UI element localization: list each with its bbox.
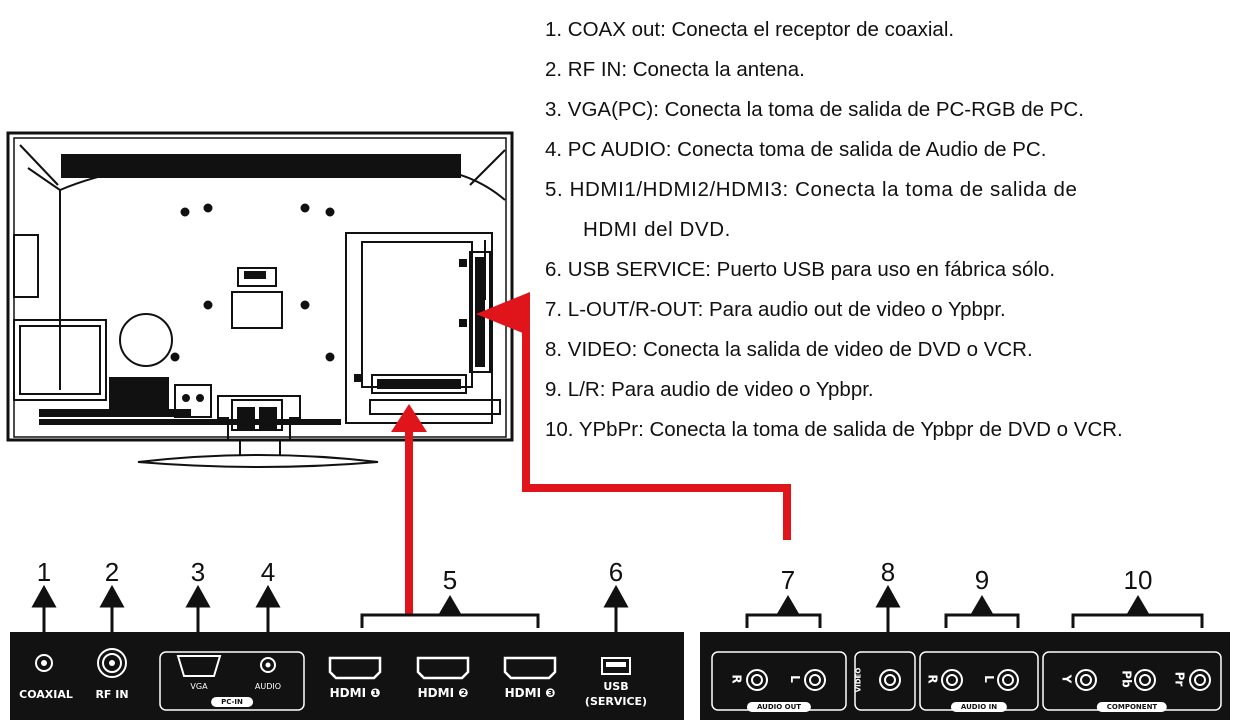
label-rf-in: RF IN (95, 688, 129, 701)
legend-item-4: 4. PC AUDIO: Conecta toma de salida de A… (545, 138, 1047, 161)
label-hdmi-1: HDMI ❶ (329, 686, 381, 700)
callout-number-5: 5 (442, 565, 458, 595)
callout-number-9: 9 (974, 565, 990, 595)
legend-item-7: 7. L-OUT/R-OUT: Para audio out de video … (545, 298, 1006, 321)
connector-panel-left (10, 632, 684, 720)
label-component-pr: Pr (1172, 671, 1187, 687)
legend-item-6: 6. USB SERVICE: Puerto USB para uso en f… (545, 258, 1056, 281)
callout-arrows (31, 584, 1204, 652)
callout-number-4: 4 (260, 557, 276, 587)
legend-item-8: 8. VIDEO: Conecta la salida de video de … (545, 338, 1033, 361)
label-pc-audio: AUDIO (254, 682, 282, 691)
callout-number-8: 8 (880, 557, 896, 587)
label-component: COMPONENT (1096, 702, 1168, 712)
callout-number-1: 1 (36, 557, 52, 587)
label-usb: USB (603, 680, 629, 693)
legend-item-5: 5. HDMI1/HDMI2/HDMI3: Conecta la toma de… (545, 178, 1078, 201)
callout-number-10: 10 (1123, 565, 1153, 595)
callout-number-6: 6 (608, 557, 624, 587)
callout-number-7: 7 (780, 565, 796, 595)
label-audio-out-l: L (787, 675, 802, 683)
label-pc-in: PC-IN (211, 697, 253, 707)
label-hdmi-2: HDMI ❷ (417, 686, 469, 700)
label-audio-in-r: R (925, 674, 940, 684)
tv-back (6, 131, 514, 468)
legend-item-3: 3. VGA(PC): Conecta la toma de salida de… (545, 98, 1084, 121)
label-hdmi-3: HDMI ❸ (504, 686, 556, 700)
label-coaxial: COAXIAL (19, 688, 73, 701)
label-component-y: Y (1059, 674, 1074, 684)
legend-item-10: 10. YPbPr: Conecta la toma de salida de … (545, 418, 1123, 441)
label-audio-in-l: L (981, 675, 996, 683)
label-video: VIDEO (854, 667, 863, 693)
callout-number-2: 2 (104, 557, 120, 587)
legend-item-2: 2. RF IN: Conecta la antena. (545, 58, 805, 81)
label-audio-out-r: R (729, 674, 744, 684)
red-arrow-hdmi (391, 404, 427, 615)
callout-number-3: 3 (190, 557, 206, 587)
legend-item-5-continued-text: HDMI del DVD. (583, 218, 731, 241)
connector-legend: 1. COAX out: Conecta el receptor de coax… (545, 10, 1235, 450)
label-component-pb: Pb (1119, 670, 1134, 688)
legend-item-1: 1. COAX out: Conecta el receptor de coax… (545, 18, 955, 41)
label-audio-in: AUDIO IN (950, 702, 1008, 712)
label-service: (SERVICE) (584, 695, 648, 708)
label-audio-out: AUDIO OUT (746, 702, 812, 712)
red-arrow-av (476, 292, 791, 540)
legend-item-9: 9. L/R: Para audio de video o Ypbpr. (545, 378, 874, 401)
label-vga: VGA (190, 682, 208, 691)
legend-item-5-continued: HDMI del DVD. (545, 210, 1235, 250)
